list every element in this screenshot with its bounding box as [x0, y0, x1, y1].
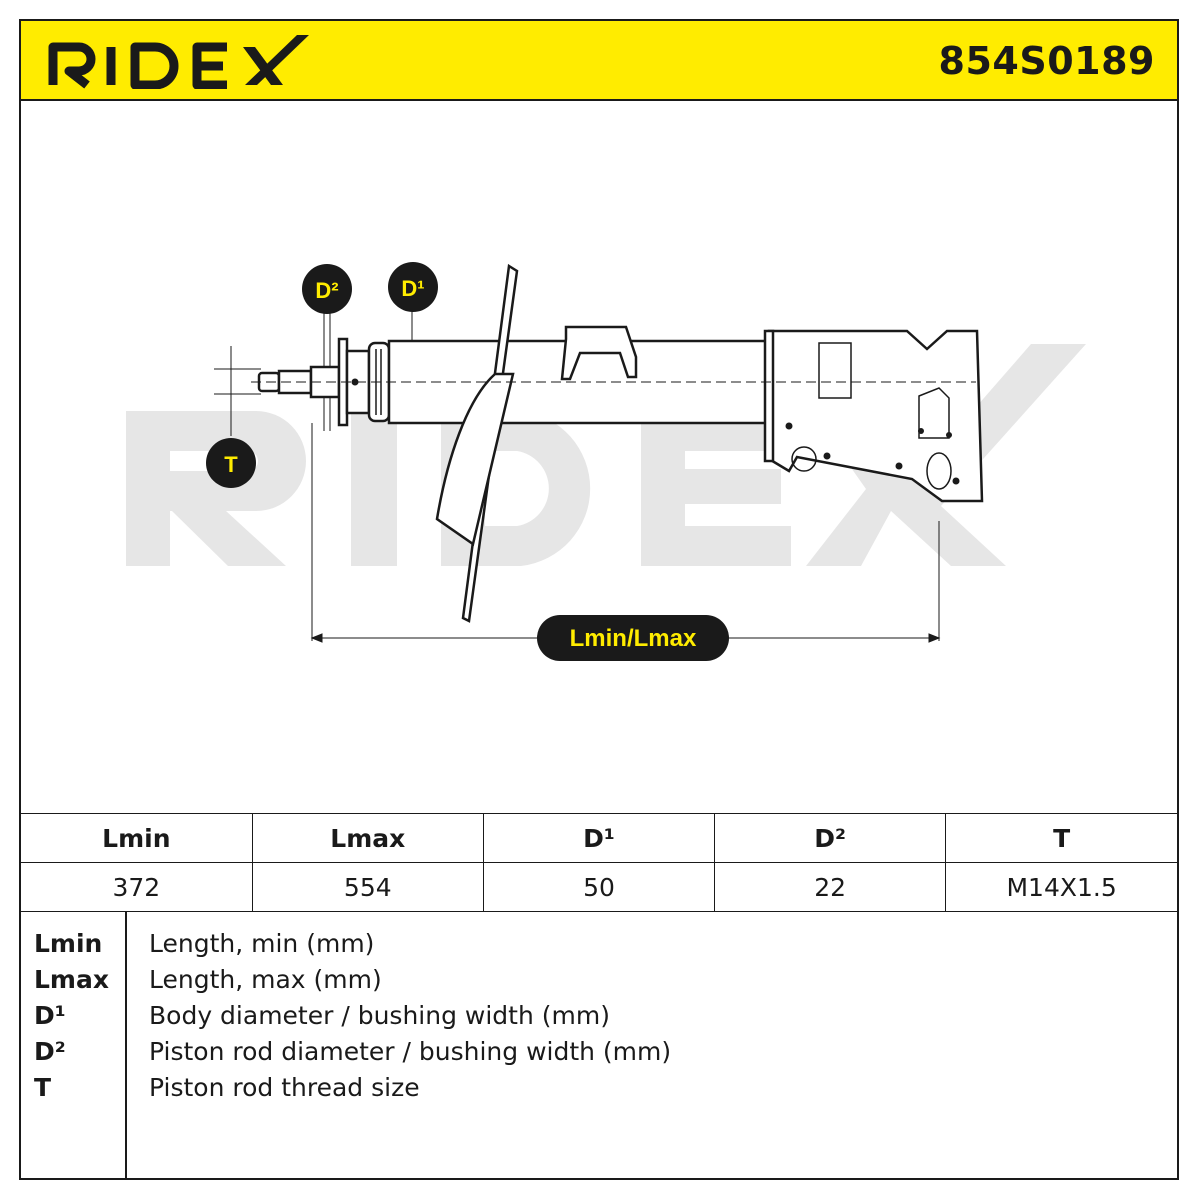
specs-header-row: Lmin Lmax D¹ D² T [21, 813, 1177, 863]
specs-value-row: 372 554 50 22 M14X1.5 [21, 862, 1177, 912]
legend-desc: Piston rod diameter / bushing width (mm) [149, 1037, 672, 1066]
header-lmax: Lmax [251, 813, 484, 863]
part-number: 854S0189 [938, 39, 1155, 83]
legend-desc: Length, max (mm) [149, 965, 382, 994]
legend-key: T [34, 1073, 52, 1102]
legend-row: Lmax Length, max (mm) [21, 965, 1177, 1001]
svg-text:Lmin/Lmax: Lmin/Lmax [570, 625, 697, 652]
shock-absorber-drawing: D² D¹ T Lmin/Lmax [126, 262, 1086, 661]
header-t: T [945, 813, 1177, 863]
legend-key: D² [34, 1037, 66, 1066]
svg-text:D²: D² [315, 278, 338, 303]
header-d2: D² [714, 813, 947, 863]
legend-key: Lmax [34, 965, 109, 994]
d1-callout: D¹ [388, 262, 438, 312]
ridex-logo [48, 35, 309, 89]
length-callout: Lmin/Lmax [537, 615, 729, 661]
svg-text:T: T [224, 452, 238, 477]
legend-desc: Piston rod thread size [149, 1073, 420, 1102]
specs-table: Lmin Lmax D¹ D² T 372 554 50 22 M14X1.5 [21, 813, 1177, 912]
legend-key: Lmin [34, 929, 103, 958]
value-t: M14X1.5 [945, 862, 1177, 912]
t-callout: T [206, 438, 256, 488]
header-lmin: Lmin [21, 813, 253, 863]
value-lmax: 554 [251, 862, 484, 912]
legend-key: D¹ [34, 1001, 66, 1030]
legend-desc: Length, min (mm) [149, 929, 375, 958]
page-frame [19, 19, 1179, 1180]
legend-desc: Body diameter / bushing width (mm) [149, 1001, 610, 1030]
legend-row: D² Piston rod diameter / bushing width (… [21, 1037, 1177, 1073]
legend: Lmin Length, min (mm) Lmax Length, max (… [21, 911, 1177, 1178]
svg-text:D¹: D¹ [401, 276, 424, 301]
header-bar: 854S0189 [21, 21, 1177, 101]
d2-callout: D² [302, 264, 352, 314]
value-lmin: 372 [21, 862, 253, 912]
legend-row: D¹ Body diameter / bushing width (mm) [21, 1001, 1177, 1037]
legend-row: Lmin Length, min (mm) [21, 929, 1177, 965]
legend-divider [125, 911, 127, 1178]
legend-row: T Piston rod thread size [21, 1073, 1177, 1109]
value-d1: 50 [482, 862, 716, 912]
header-d1: D¹ [482, 813, 716, 863]
value-d2: 22 [714, 862, 947, 912]
